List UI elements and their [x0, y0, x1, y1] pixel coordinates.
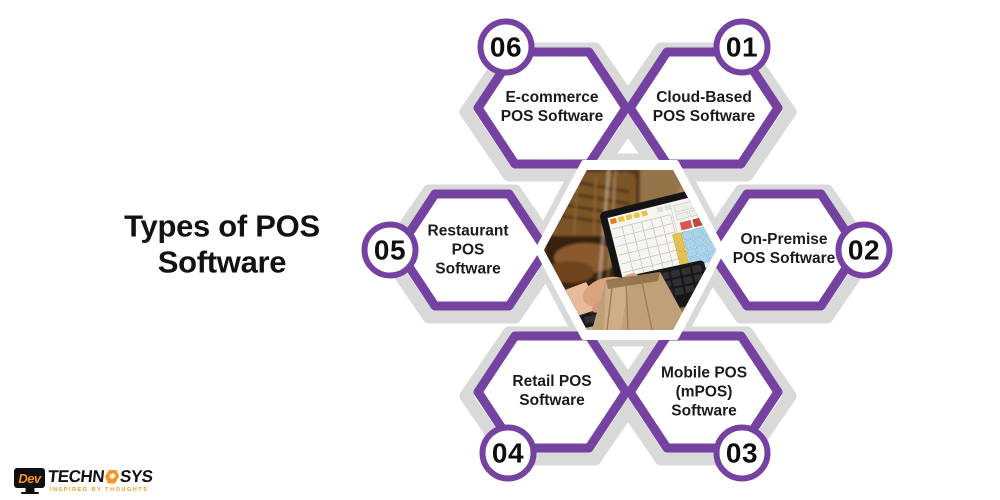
- hexagon-label-e-commerce: E-commerce POS Software: [500, 89, 604, 125]
- paper-bag: [592, 272, 692, 330]
- monitor-icon: Dev: [14, 468, 45, 488]
- purple-hexagons: [393, 47, 863, 453]
- logo-techn-text: TECHN: [47, 467, 106, 486]
- hexagon-label-mobile-pos: Mobile POS (mPOS) Software: [660, 364, 748, 420]
- badge-05: 05: [361, 221, 419, 279]
- badge-04: 04: [479, 424, 537, 482]
- logo-dev-text: Dev: [18, 470, 41, 486]
- page-title: Types of POS Software: [124, 208, 320, 279]
- dev-technosys-logo: Dev TECHN SYS INSPIRED BY THOUGHTS: [14, 467, 154, 493]
- hexagon-label-restaurant-pos: Restaurant POS Software: [427, 222, 509, 278]
- badge-01: 01: [713, 18, 771, 76]
- hexagon-label-cloud-based: Cloud-Based POS Software: [652, 89, 756, 125]
- badge-02: 02: [835, 221, 893, 279]
- hexagon-label-retail-pos: Retail POS Software: [512, 373, 592, 409]
- hexagon-gear-icon: [104, 470, 119, 484]
- badge-06: 06: [477, 18, 535, 76]
- hexagon-label-on-premise: On-Premise POS Software: [732, 231, 836, 267]
- logo-tagline: INSPIRED BY THOUGHTS: [50, 486, 149, 493]
- logo-sys-text: SYS: [119, 467, 154, 486]
- badge-03: 03: [713, 424, 771, 482]
